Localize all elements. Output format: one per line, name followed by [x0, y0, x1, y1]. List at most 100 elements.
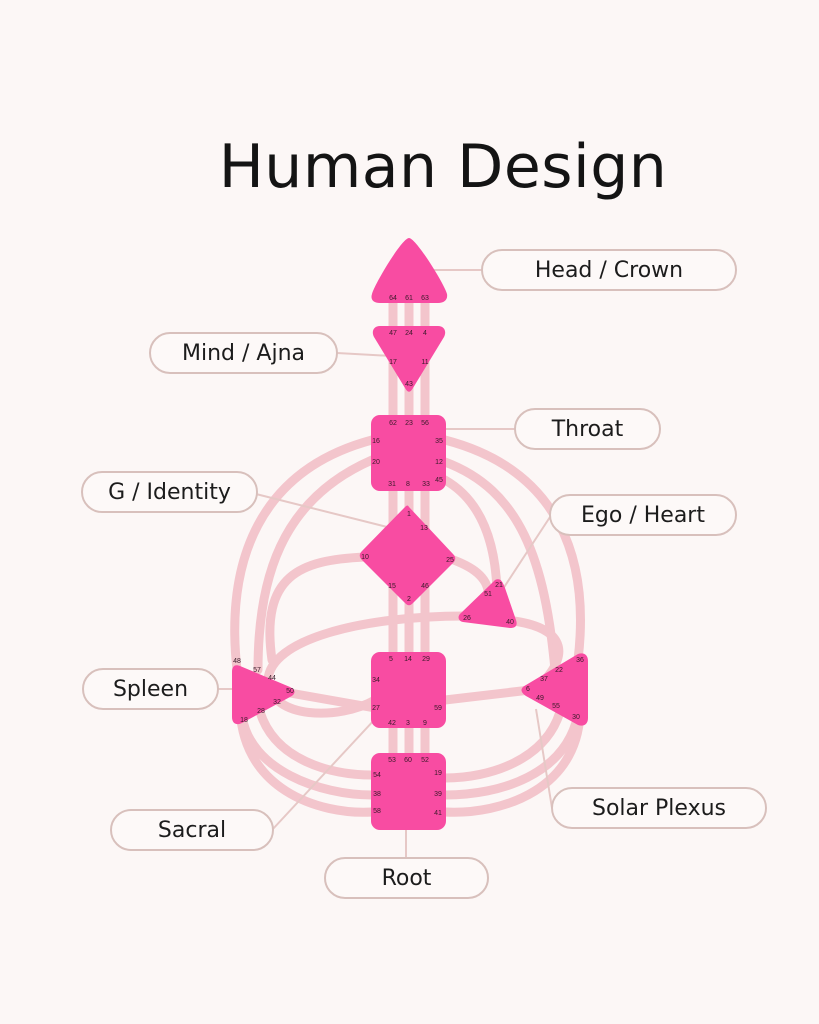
gate-30: 30 — [572, 714, 580, 721]
gate-63: 63 — [421, 295, 429, 302]
gate-4: 4 — [423, 330, 427, 337]
label-head-crown: Head / Crown — [481, 249, 737, 291]
label-throat: Throat — [514, 408, 661, 450]
gate-28: 28 — [257, 708, 265, 715]
sacral-center — [371, 652, 446, 728]
gate-21: 21 — [495, 582, 503, 589]
channel-sacral-solar — [440, 685, 535, 705]
gate-62: 62 — [389, 420, 397, 427]
gate-58: 58 — [373, 808, 381, 815]
channel-solar-root-1 — [440, 710, 583, 800]
channel-throat-ego — [440, 475, 502, 595]
gate-64: 64 — [389, 295, 397, 302]
gate-numbers: 64 61 63 47 24 4 17 11 43 62 23 56 16 35… — [233, 295, 584, 817]
page-title: Human Design — [218, 132, 668, 202]
channel-solar-root-3 — [440, 695, 585, 817]
gate-25: 25 — [446, 557, 454, 564]
channel-spleen-root-2 — [255, 707, 377, 780]
label-spleen: Spleen — [82, 668, 219, 710]
gate-8: 8 — [406, 481, 410, 488]
gate-41: 41 — [434, 810, 442, 817]
gate-42: 42 — [388, 720, 396, 727]
gate-11: 11 — [421, 359, 428, 366]
gate-56: 56 — [421, 420, 429, 427]
centers — [232, 238, 588, 830]
gate-45: 45 — [435, 477, 443, 484]
gate-5: 5 — [389, 656, 393, 663]
gate-17: 17 — [389, 359, 397, 366]
gate-60: 60 — [404, 757, 412, 764]
gate-54: 54 — [373, 772, 381, 779]
gate-53: 53 — [388, 757, 396, 764]
gate-32: 32 — [273, 699, 281, 706]
gate-47: 47 — [389, 330, 397, 337]
gate-51: 51 — [484, 591, 492, 598]
channel-throat-spleen-inner — [253, 455, 377, 675]
gate-15: 15 — [388, 583, 396, 590]
gate-38: 38 — [373, 791, 381, 798]
gate-23: 23 — [405, 420, 413, 427]
channel-spleen-root-3 — [235, 695, 377, 817]
gate-3: 3 — [406, 720, 410, 727]
gate-14: 14 — [404, 656, 412, 663]
gate-1: 1 — [407, 511, 411, 518]
gate-29: 29 — [422, 656, 430, 663]
gate-27: 27 — [372, 705, 380, 712]
label-solar-plexus: Solar Plexus — [551, 787, 767, 829]
gate-18: 18 — [240, 717, 248, 724]
spleen-center — [232, 665, 295, 725]
root-center — [371, 753, 446, 830]
gate-22: 22 — [555, 667, 563, 674]
leader-ego — [496, 516, 551, 599]
gate-2: 2 — [407, 596, 411, 603]
g-center — [359, 505, 456, 606]
gate-36: 36 — [576, 657, 584, 664]
gate-57: 57 — [253, 667, 261, 674]
gate-43: 43 — [405, 381, 413, 388]
gate-20: 20 — [372, 459, 380, 466]
channel-g-spleen — [265, 552, 370, 665]
gate-19: 19 — [434, 770, 442, 777]
gate-13: 13 — [420, 525, 428, 532]
gate-50: 50 — [286, 688, 294, 695]
gate-39: 39 — [434, 791, 442, 798]
gate-49: 49 — [536, 695, 544, 702]
channel-spleen-sacral — [285, 688, 380, 713]
channel-spleen-root-1 — [237, 711, 377, 800]
gate-40: 40 — [506, 619, 514, 626]
gate-46: 46 — [421, 583, 429, 590]
throat-center — [371, 415, 446, 491]
gate-55: 55 — [552, 703, 560, 710]
gate-33: 33 — [422, 481, 430, 488]
head-center — [371, 238, 448, 303]
gate-44: 44 — [268, 675, 276, 682]
gate-31: 31 — [388, 481, 396, 488]
channel-solar-root-2 — [440, 707, 565, 783]
label-g-identity: G / Identity — [81, 471, 258, 513]
gate-52: 52 — [421, 757, 429, 764]
ajna-center — [372, 326, 446, 392]
gate-48: 48 — [233, 658, 241, 665]
leader-g — [255, 493, 404, 532]
label-ego-heart: Ego / Heart — [549, 494, 737, 536]
gate-6: 6 — [526, 686, 530, 693]
label-sacral: Sacral — [110, 809, 274, 851]
leader-solar — [535, 708, 553, 809]
solar-plexus-center — [521, 653, 588, 726]
gate-9: 9 — [423, 720, 427, 727]
gate-37: 37 — [540, 676, 548, 683]
channel-ego-sacral-loop — [263, 611, 470, 718]
label-mind-ajna: Mind / Ajna — [149, 332, 338, 374]
gate-16: 16 — [372, 438, 380, 445]
gate-35: 35 — [435, 438, 443, 445]
label-root: Root — [324, 857, 489, 899]
gate-26: 26 — [463, 615, 471, 622]
gate-10: 10 — [361, 554, 369, 561]
gate-34: 34 — [372, 677, 380, 684]
gate-61: 61 — [405, 295, 413, 302]
gate-24: 24 — [405, 330, 413, 337]
ego-center — [458, 579, 517, 628]
gate-59: 59 — [434, 705, 442, 712]
gate-12: 12 — [435, 459, 443, 466]
